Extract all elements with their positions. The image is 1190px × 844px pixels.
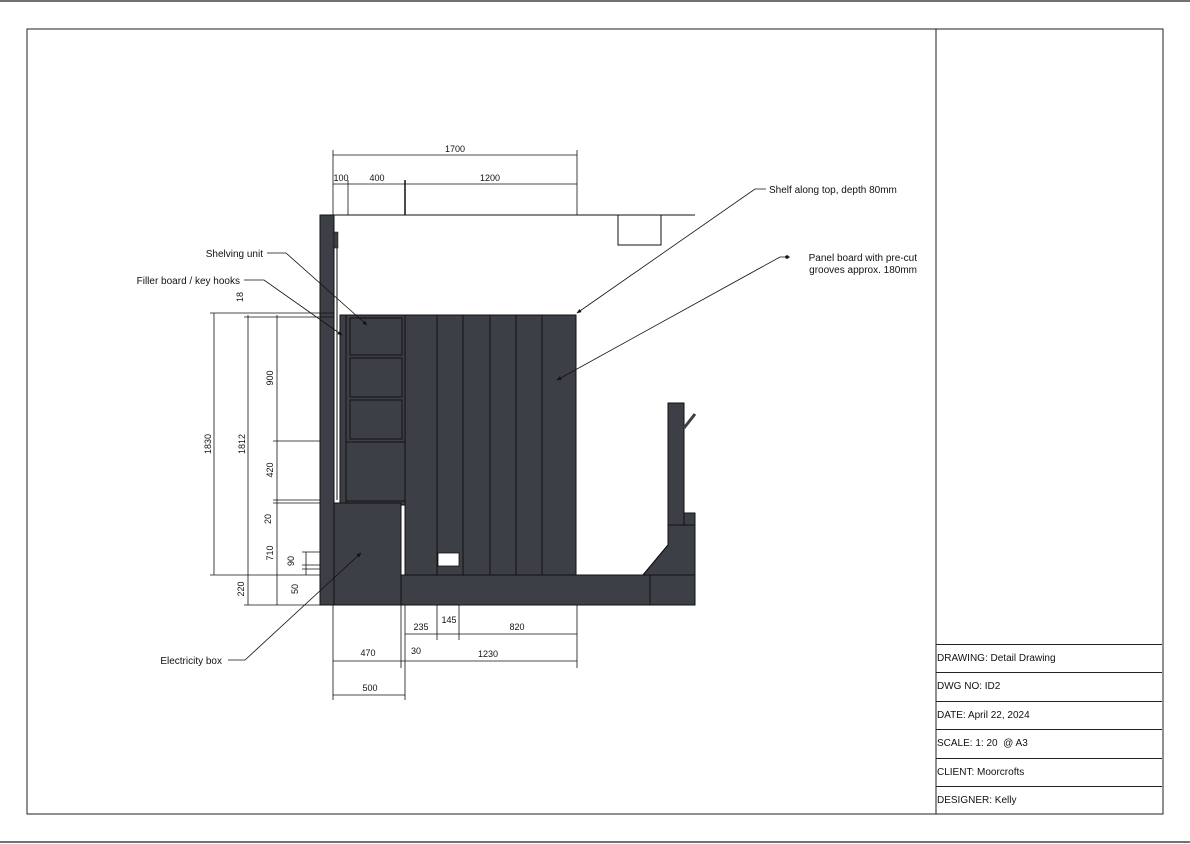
dim-710: 710 bbox=[265, 545, 275, 560]
shelf-compartment bbox=[349, 357, 403, 398]
right-post bbox=[667, 402, 685, 526]
filler-board bbox=[339, 314, 347, 506]
dim-820: 820 bbox=[509, 622, 524, 632]
bottom-dimensions: 235 145 820 470 30 1230 500 bbox=[332, 605, 578, 700]
left-dimensions: 1830 1812 18 900 420 20 710 90 50 220 bbox=[203, 292, 334, 606]
label-shelving-unit: Shelving unit bbox=[206, 249, 263, 260]
leader-shelving-unit bbox=[267, 252, 368, 326]
leader-shelf-top bbox=[576, 188, 766, 314]
dim-235: 235 bbox=[413, 622, 428, 632]
dim-1812: 1812 bbox=[237, 434, 247, 454]
dim-1200: 1200 bbox=[480, 173, 500, 183]
label-panel-line2: grooves approx. 180mm bbox=[809, 265, 917, 276]
shelf-compartment bbox=[349, 317, 403, 356]
dim-1230: 1230 bbox=[478, 649, 498, 659]
leader-filler-board bbox=[244, 279, 343, 336]
label-electricity-box: Electricity box bbox=[160, 656, 222, 667]
electricity-box-shape bbox=[333, 502, 402, 606]
label-shelf-top: Shelf along top, depth 80mm bbox=[769, 185, 897, 196]
dim-400: 400 bbox=[369, 173, 384, 183]
stair-edge bbox=[642, 544, 669, 576]
drawing-frame bbox=[26, 28, 1164, 815]
wall-notch bbox=[333, 231, 339, 249]
dim-20: 20 bbox=[263, 514, 273, 524]
dim-1700: 1700 bbox=[445, 144, 465, 154]
dim-50: 50 bbox=[290, 584, 300, 594]
shelf-compartment bbox=[349, 399, 403, 440]
title-client: CLIENT: Moorcrofts bbox=[936, 758, 1162, 786]
bench bbox=[400, 574, 651, 606]
elevation bbox=[319, 214, 697, 606]
ceiling-box bbox=[617, 214, 662, 246]
rail-cut bbox=[682, 413, 697, 429]
title-designer: DESIGNER: Kelly bbox=[936, 786, 1162, 814]
dim-470: 470 bbox=[360, 648, 375, 658]
dim-18: 18 bbox=[235, 292, 245, 302]
dim-100: 100 bbox=[333, 173, 348, 183]
dim-90: 90 bbox=[286, 556, 296, 566]
dim-420: 420 bbox=[265, 462, 275, 477]
title-scale: SCALE: 1: 20 @ A3 bbox=[936, 729, 1162, 757]
shelf-lower bbox=[345, 441, 406, 502]
title-date: DATE: April 22, 2024 bbox=[936, 701, 1162, 729]
dim-900: 900 bbox=[265, 370, 275, 385]
bench-end bbox=[649, 574, 696, 606]
top-dimensions: 1700 100 400 1200 bbox=[332, 144, 578, 215]
right-post-cap bbox=[683, 512, 696, 526]
left-wall bbox=[319, 214, 335, 606]
leader-panel-board bbox=[556, 256, 790, 381]
title-dwg-no: DWG NO: ID2 bbox=[936, 672, 1162, 700]
label-panel-line1: Panel board with pre-cut bbox=[809, 253, 918, 264]
title-drawing: DRAWING: Detail Drawing bbox=[936, 644, 1162, 672]
leader-electricity-box bbox=[228, 552, 362, 661]
dim-1830: 1830 bbox=[203, 434, 213, 454]
annotations: Shelf along top, depth 80mm Panel board … bbox=[137, 185, 918, 667]
label-filler-board: Filler board / key hooks bbox=[137, 276, 240, 287]
leader-dot bbox=[785, 255, 789, 259]
socket bbox=[437, 552, 460, 567]
stair-section bbox=[641, 524, 696, 576]
dim-30: 30 bbox=[411, 646, 421, 656]
dim-500: 500 bbox=[362, 683, 377, 693]
dim-145: 145 bbox=[441, 615, 456, 625]
dim-220: 220 bbox=[236, 581, 246, 596]
